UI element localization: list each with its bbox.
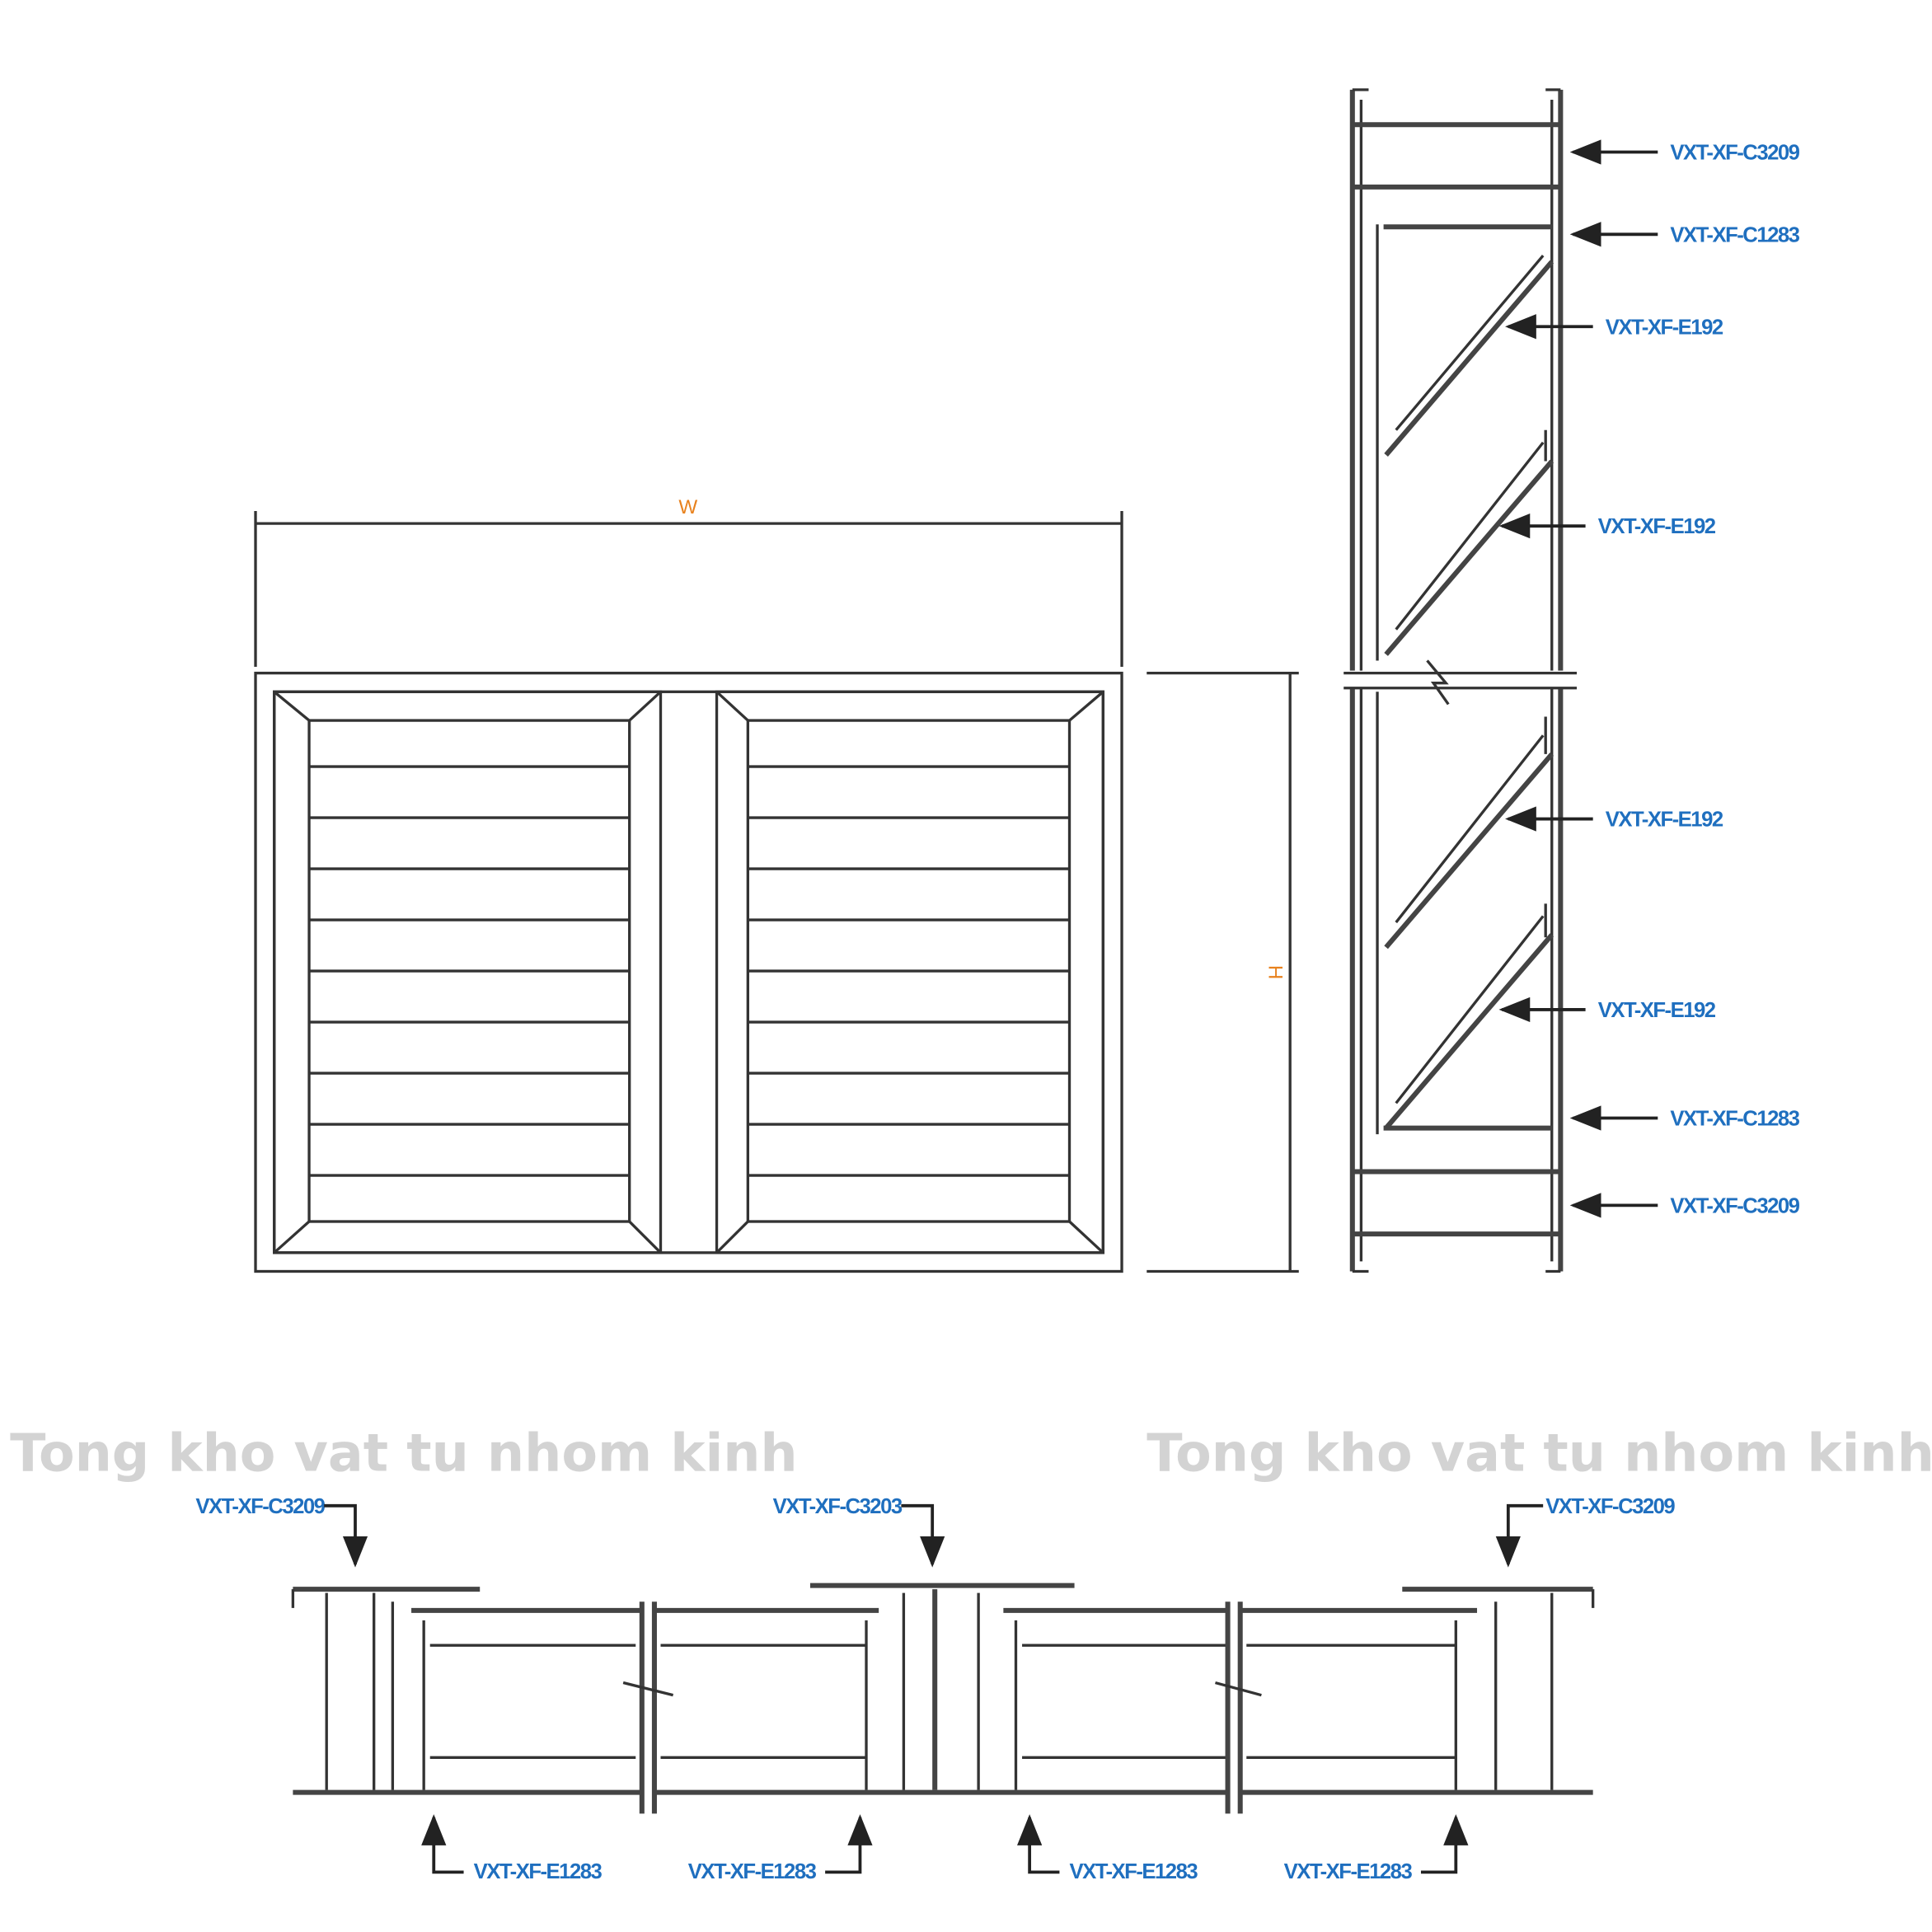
watermark-left: Tong kho vat tu nhom kinh <box>10 1422 798 1483</box>
part-label: VXT-XF-E1283 <box>474 1860 603 1883</box>
part-label: VXT-XF-E1283 <box>1070 1860 1198 1883</box>
leader-arrow <box>825 1814 873 1874</box>
part-label: VXT-XF-C3209 <box>1670 1194 1799 1217</box>
part-label: VXT-XF-C3209 <box>1670 142 1799 165</box>
leader-arrow <box>324 1503 368 1568</box>
leader-arrow <box>901 1503 945 1568</box>
vertical-section <box>1343 88 1578 1273</box>
part-label: VXT-XF-E1283 <box>1284 1860 1413 1883</box>
front-elevation: W H <box>254 496 1299 1273</box>
part-label: VXT-XF-E1283 <box>688 1860 817 1883</box>
part-label: VXT-XF-E192 <box>1598 999 1716 1022</box>
horizontal-section <box>291 1583 1595 1814</box>
width-label: W <box>678 496 697 518</box>
part-label: VXT-XF-E192 <box>1606 316 1723 339</box>
part-label: VXT-XF-C1283 <box>1670 223 1799 246</box>
part-label: VXT-XF-C1283 <box>1670 1108 1799 1131</box>
watermark-right: Tong kho vat tu nhom kinh <box>1147 1422 1932 1483</box>
louver-lines <box>309 765 1070 1177</box>
leader-arrow <box>1017 1814 1060 1874</box>
leader-arrow <box>1420 1814 1469 1874</box>
part-label: VXT-XF-C3203 <box>773 1495 903 1518</box>
part-label: VXT-XF-C3209 <box>195 1495 325 1518</box>
leader-arrow <box>421 1814 464 1874</box>
height-label: H <box>1264 965 1286 979</box>
part-label: VXT-XF-E192 <box>1598 515 1716 538</box>
part-label: VXT-XF-E192 <box>1606 809 1723 832</box>
part-label: VXT-XF-C3209 <box>1545 1495 1675 1518</box>
leader-arrow <box>1495 1503 1544 1568</box>
